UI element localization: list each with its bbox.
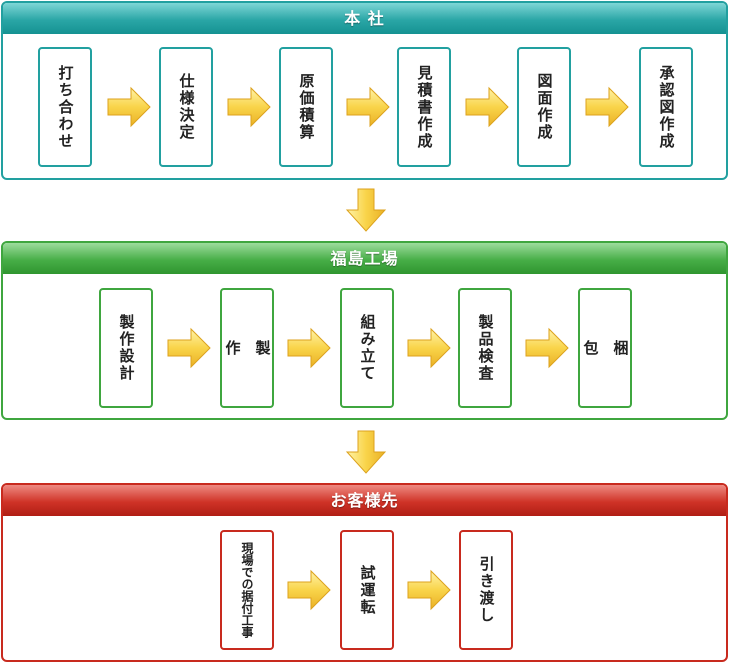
step-shiunten: 試運転	[340, 530, 394, 650]
step-label: 図面作成	[535, 73, 554, 141]
down-arrow-icon	[345, 188, 387, 232]
step-mitsumorisho: 見積書作成	[397, 47, 451, 167]
right-arrow-icon	[407, 569, 451, 611]
step-seihin-kensa: 製品検査	[458, 288, 512, 408]
step-uchiawase: 打ち合わせ	[38, 47, 92, 167]
right-arrow-icon	[287, 569, 331, 611]
step-label: 引き渡し	[477, 556, 496, 624]
section-fukushima-factory: 福島工場 製作設計 製 作 組み立て 製品検査 梱 包	[1, 241, 728, 420]
step-genba-suetsuke: 現場での据付工事	[220, 530, 274, 650]
step-seisaku: 製 作	[220, 288, 274, 408]
step-label: 原価積算	[297, 73, 316, 141]
section-title-fukushima: 福島工場	[3, 243, 726, 274]
section-title-honsha: 本 社	[3, 3, 726, 34]
right-arrow-icon	[107, 86, 151, 128]
step-label: 見積書作成	[415, 64, 434, 150]
step-label: 現場での据付工事	[240, 542, 254, 638]
step-genka-sekisan: 原価積算	[279, 47, 333, 167]
right-arrow-icon	[407, 327, 451, 369]
step-label: 製 作	[223, 339, 272, 357]
step-label: 梱 包	[581, 339, 630, 357]
section-customer-site: お客様先 現場での据付工事 試運転 引き渡し	[1, 483, 728, 662]
step-label: 承認図作成	[657, 64, 676, 150]
step-label: 組み立て	[358, 314, 377, 382]
step-label: 製品検査	[476, 314, 495, 382]
step-konpou: 梱 包	[578, 288, 632, 408]
step-shouninzu: 承認図作成	[639, 47, 693, 167]
step-label: 試運転	[358, 564, 377, 616]
step-hikiwatashi: 引き渡し	[459, 530, 513, 650]
step-label: 製作設計	[117, 314, 136, 382]
right-arrow-icon	[167, 327, 211, 369]
right-arrow-icon	[585, 86, 629, 128]
step-label: 打ち合わせ	[56, 64, 75, 150]
right-arrow-icon	[525, 327, 569, 369]
right-arrow-icon	[287, 327, 331, 369]
right-arrow-icon	[227, 86, 271, 128]
down-arrow-icon	[345, 430, 387, 474]
right-arrow-icon	[465, 86, 509, 128]
step-shiyou-kettei: 仕様決定	[159, 47, 213, 167]
step-zumen-sakusei: 図面作成	[517, 47, 571, 167]
right-arrow-icon	[346, 86, 390, 128]
step-seisaku-sekkei: 製作設計	[99, 288, 153, 408]
step-label: 仕様決定	[177, 73, 196, 141]
step-kumitate: 組み立て	[340, 288, 394, 408]
section-title-customer: お客様先	[3, 485, 726, 516]
section-honsha: 本 社 打ち合わせ 仕様決定 原価積算 見積書作成 図面作成 承認図作成	[1, 1, 728, 180]
